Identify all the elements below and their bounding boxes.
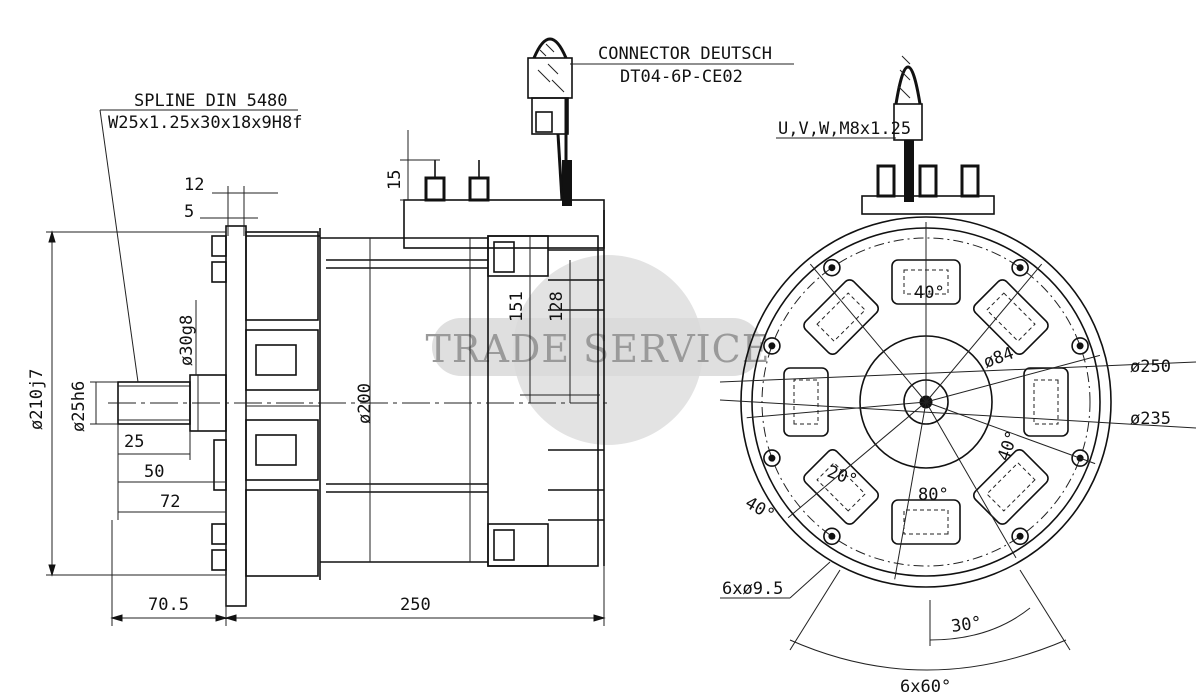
spline-spec: W25x1.25x30x18x9H8f xyxy=(108,113,302,133)
mounting-flange xyxy=(211,225,320,607)
winding-pocket xyxy=(1023,367,1069,437)
terminal-stud-2 xyxy=(468,176,490,202)
connector-title: CONNECTOR DEUTSCH xyxy=(598,44,772,64)
dimension-dia-25: ø25h6 xyxy=(69,381,118,432)
mounting-hole xyxy=(1071,449,1089,467)
label-72: 72 xyxy=(160,492,180,512)
angle-30: 30° xyxy=(950,613,983,637)
front-stud-3 xyxy=(960,164,980,198)
mounting-hole-center xyxy=(768,454,776,462)
mounting-hole-center xyxy=(768,342,776,350)
front-stud-1 xyxy=(876,164,896,198)
angle-40-top: 40° xyxy=(914,283,945,303)
rear-housing xyxy=(487,210,605,567)
radial-line xyxy=(925,401,1017,559)
label-holes: 6xø9.5 xyxy=(722,579,783,599)
label-50: 50 xyxy=(144,462,164,482)
spline-callout: SPLINE DIN 5480 W25x1.25x30x18x9H8f xyxy=(99,91,302,383)
winding-pocket xyxy=(803,279,880,356)
label-dia-210: ø210j7 xyxy=(27,369,47,430)
dimension-6x60: 6x60° xyxy=(789,569,1071,695)
mounting-hole xyxy=(1071,337,1089,355)
radial-line xyxy=(925,401,1096,465)
label-70-5: 70.5 xyxy=(148,595,189,615)
radial-line xyxy=(925,354,1101,403)
connector-callout: CONNECTOR DEUTSCH DT04-6P-CE02 xyxy=(570,44,794,87)
dimension-dia-250-235: ø250 ø235 xyxy=(719,357,1197,429)
terminal-box xyxy=(403,160,605,249)
label-15: 15 xyxy=(385,170,405,190)
housing-outer-circle xyxy=(740,216,1112,588)
label-dia-200: ø200 xyxy=(355,383,375,424)
connector-deutsch xyxy=(527,37,573,206)
label-5: 5 xyxy=(184,202,194,222)
terminal-box-body xyxy=(403,199,605,249)
connector-body xyxy=(527,57,573,99)
angle-40-left: 40° xyxy=(742,493,779,526)
radial-lines xyxy=(746,222,1101,580)
stator-body xyxy=(320,237,488,563)
mounting-hole xyxy=(763,449,781,467)
flange-plate xyxy=(225,225,247,607)
label-250: 250 xyxy=(400,595,431,615)
label-dia-30: ø30g8 xyxy=(177,315,197,366)
dimension-dia-210: ø210j7 xyxy=(27,230,226,577)
front-stud-2 xyxy=(918,164,938,198)
mounting-holes xyxy=(763,258,1089,546)
mounting-hole-center xyxy=(828,264,836,272)
dimension-151-128: 151 128 xyxy=(507,236,600,403)
end-cap xyxy=(245,228,321,580)
spline-title: SPLINE DIN 5480 xyxy=(134,91,288,111)
mounting-hole xyxy=(823,527,841,546)
dimension-shaft-lengths: 25 50 72 xyxy=(117,424,226,520)
radial-line xyxy=(925,263,1043,403)
radial-line xyxy=(787,401,927,519)
mounting-hole-center xyxy=(1076,342,1084,350)
front-connector xyxy=(894,65,922,105)
mounting-hole-center xyxy=(1016,264,1024,272)
label-dia-250: ø250 xyxy=(1130,357,1171,377)
angle-20: 20° xyxy=(824,462,860,491)
radial-line xyxy=(746,401,927,419)
label-dia-235: ø235 xyxy=(1130,409,1171,429)
winding-pocket xyxy=(891,499,961,545)
label-dia-25: ø25h6 xyxy=(69,381,89,432)
radial-line xyxy=(894,401,927,580)
connector-part: DT04-6P-CE02 xyxy=(620,67,743,87)
mounting-hole xyxy=(1011,527,1029,546)
angle-80: 80° xyxy=(918,485,949,505)
dimension-15: 15 xyxy=(385,130,440,201)
side-view: ø210j7 ø25h6 ø30g8 ø200 12 5 xyxy=(27,37,794,626)
label-128: 128 xyxy=(547,291,567,322)
terminal-callout: U,V,W,M8x1.25 xyxy=(776,119,911,139)
winding-pocket xyxy=(783,367,829,437)
terminal-stud-1 xyxy=(424,176,446,202)
label-25: 25 xyxy=(124,432,144,452)
front-view: U,V,W,M8x1.25 40° 40° 40° 20° 80° 30° ø8… xyxy=(719,55,1197,695)
label-12: 12 xyxy=(184,175,204,195)
mounting-hole xyxy=(763,337,781,355)
connector-cap xyxy=(532,37,568,59)
dimension-12-5: 12 5 xyxy=(184,175,278,236)
dia-84: ø84 xyxy=(981,343,1017,372)
holes-callout: 6xø9.5 xyxy=(720,561,831,599)
dimension-dia-30: ø30g8 xyxy=(177,300,197,375)
mounting-hole-center xyxy=(1016,532,1024,540)
terminal-label: U,V,W,M8x1.25 xyxy=(778,119,911,139)
label-151: 151 xyxy=(507,291,527,322)
angle-40-right: 40° xyxy=(994,428,1023,464)
label-pattern: 6x60° xyxy=(900,677,951,695)
dimension-bottom: 70.5 250 xyxy=(110,520,606,626)
winding-pocket xyxy=(972,279,1049,356)
mounting-hole xyxy=(1011,258,1029,277)
watermark-band xyxy=(432,318,762,376)
radial-line xyxy=(809,263,927,403)
winding-pocket xyxy=(803,448,880,525)
winding-pocket xyxy=(972,448,1049,525)
mounting-hole-center xyxy=(828,532,836,540)
mounting-hole xyxy=(823,258,841,277)
front-terminal-block xyxy=(861,55,995,215)
